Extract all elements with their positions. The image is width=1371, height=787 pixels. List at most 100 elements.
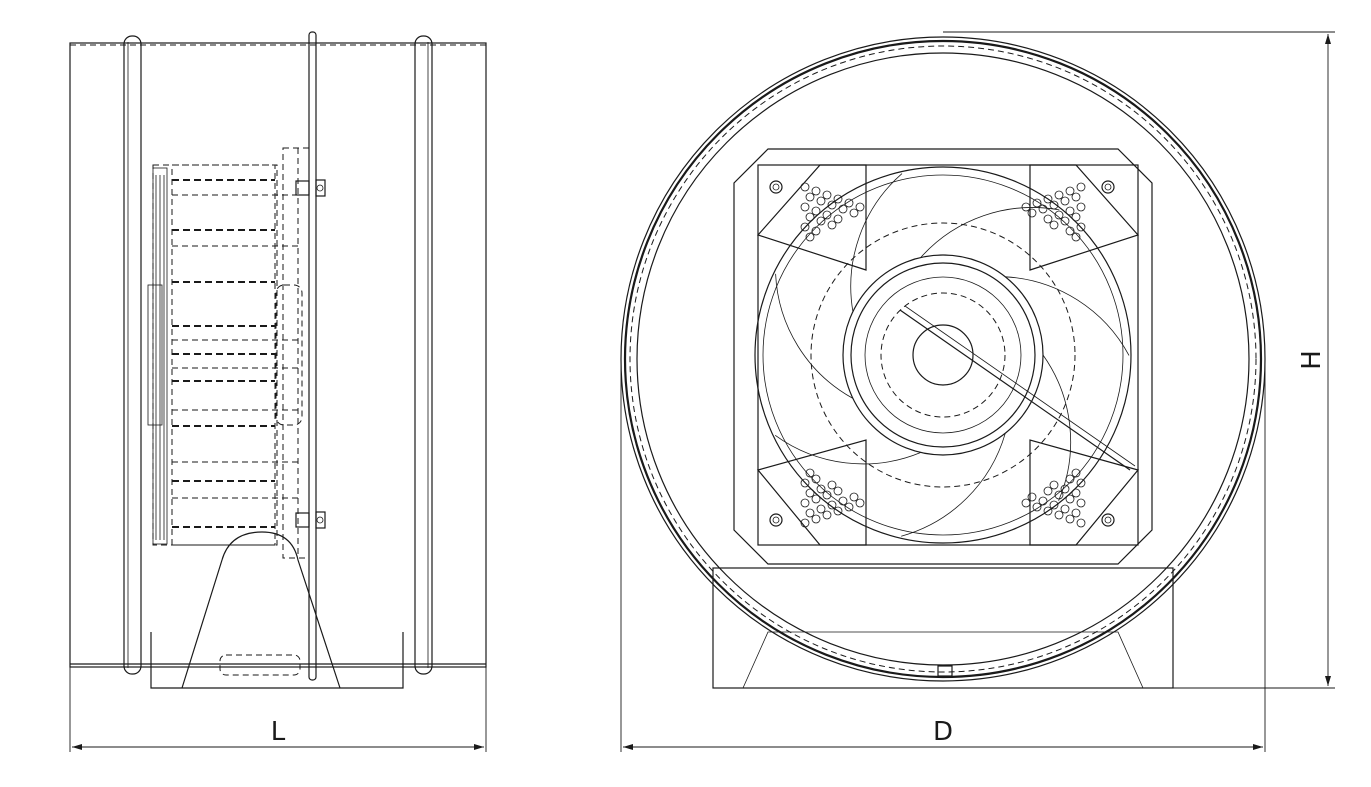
corner-plate-bottom-left (756, 439, 867, 546)
perforation-hole (1065, 474, 1075, 484)
perforation-hole (800, 222, 810, 232)
perforation-hole (1076, 518, 1086, 528)
perforation-hole (800, 518, 810, 528)
perforation-hole (822, 510, 832, 520)
perforation-hole (805, 232, 815, 242)
perforation-hole (811, 514, 821, 524)
nameplate (219, 654, 301, 676)
corner-plate-bottom-right (1029, 439, 1140, 546)
perforation-hole (1060, 484, 1070, 494)
perforation-hole (1076, 202, 1086, 212)
perforation-hole (1027, 492, 1037, 502)
impeller-ring-2 (762, 174, 1124, 536)
perforation-hole (855, 498, 865, 508)
perforation-hole (1071, 232, 1081, 242)
impeller-blade (1042, 354, 1072, 501)
impeller-blade (1005, 276, 1130, 356)
perforation-hole (849, 492, 859, 502)
perforation-hole (1065, 206, 1075, 216)
drain-tab (937, 665, 953, 677)
impeller-outer-ring (754, 166, 1132, 544)
perforation-hole (1032, 502, 1042, 512)
perforation-holes (800, 182, 1086, 528)
perforation-hole (1054, 210, 1064, 220)
perforation-hole (838, 496, 848, 506)
perforation-hole (1054, 190, 1064, 200)
perforation-hole (833, 506, 843, 516)
perforation-hole (811, 494, 821, 504)
perforation-hole (1071, 192, 1081, 202)
perforation-hole (800, 498, 810, 508)
perforation-hole (1054, 510, 1064, 520)
perforation-hole (1060, 504, 1070, 514)
perforation-hole (833, 214, 843, 224)
perforation-hole (844, 502, 854, 512)
base-cutout (742, 631, 1144, 689)
impeller-blade (901, 433, 1006, 537)
perforation-hole (822, 210, 832, 220)
base-stand (712, 567, 1174, 689)
front-view: D H (620, 31, 1335, 752)
perforation-hole (1071, 468, 1081, 478)
perforation-hole (811, 206, 821, 216)
fan-mounting-frame (733, 148, 1153, 565)
perforation-hole (816, 216, 826, 226)
perforation-hole (1065, 494, 1075, 504)
perforation-hole (1065, 226, 1075, 236)
corner-plate-top-right (1029, 164, 1140, 271)
perforation-hole (805, 192, 815, 202)
perforation-hole (805, 468, 815, 478)
perforation-hole (1065, 186, 1075, 196)
right-flange-ring (414, 35, 433, 675)
side-view: L (69, 31, 487, 752)
perforation-hole (1038, 496, 1048, 506)
impeller-hub-ring-2 (850, 262, 1036, 448)
impeller-inlet-ring (810, 222, 1076, 488)
duct-flange-dashed (629, 45, 1257, 673)
perforation-hole (1038, 204, 1048, 214)
perforation-hole (1071, 212, 1081, 222)
diameter-label: D (933, 717, 953, 747)
perforation-hole (1032, 198, 1042, 208)
impeller-blades (774, 173, 1130, 537)
perforation-hole (827, 200, 837, 210)
impeller-blade-lines (172, 179, 300, 528)
perforation-hole (827, 220, 837, 230)
perforation-hole (805, 212, 815, 222)
perforation-hole (811, 186, 821, 196)
perforation-hole (811, 474, 821, 484)
perforation-hole (816, 504, 826, 514)
perforation-hole (800, 182, 810, 192)
bolt-bottom (295, 511, 326, 529)
perforation-hole (833, 194, 843, 204)
perforation-hole (1076, 478, 1086, 488)
perforation-hole (1021, 202, 1031, 212)
perforation-hole (1043, 486, 1053, 496)
perforation-hole (1076, 182, 1086, 192)
perforation-hole (811, 226, 821, 236)
perforation-hole (1027, 208, 1037, 218)
perforation-hole (1071, 508, 1081, 518)
left-flange-ring (123, 35, 142, 675)
impeller-blade (775, 273, 854, 399)
perforation-hole (1021, 498, 1031, 508)
impeller-blade (850, 173, 903, 312)
perforation-hole (849, 208, 859, 218)
perforation-hole (827, 500, 837, 510)
perforation-hole (816, 484, 826, 494)
fan-square-housing (757, 164, 1139, 546)
perforation-hole (1043, 194, 1053, 204)
perforation-hole (816, 196, 826, 206)
perforation-hole (844, 198, 854, 208)
inlet-grille (152, 167, 168, 545)
perforation-hole (1043, 506, 1053, 516)
perforation-hole (1076, 498, 1086, 508)
duct-body (69, 42, 487, 668)
impeller-blade (774, 434, 921, 465)
perforation-hole (805, 508, 815, 518)
motor-housing-circle (864, 276, 1022, 434)
perforation-hole (1043, 214, 1053, 224)
bolt-top (295, 179, 326, 197)
perforation-hole (1060, 196, 1070, 206)
